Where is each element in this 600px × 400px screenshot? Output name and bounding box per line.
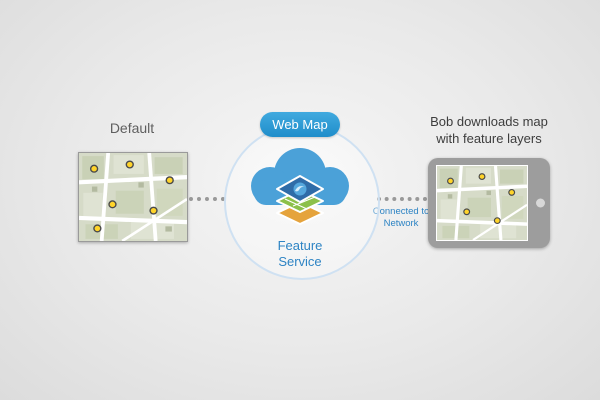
web-map-badge: Web Map [260, 112, 340, 137]
feature-service-label: Feature Service [277, 238, 323, 270]
feature-layers-icon [276, 175, 324, 225]
connector-dotted-right [377, 197, 427, 201]
map-image [437, 166, 527, 240]
right-label: Bob downloads map with feature layers [430, 114, 548, 146]
connector-dotted-left [189, 197, 225, 201]
tablet-device [428, 158, 550, 248]
map-image [79, 153, 187, 241]
tablet-screen-map [436, 165, 528, 241]
default-label: Default [109, 120, 155, 136]
connected-to-network-label: Connected to Network [372, 206, 430, 229]
default-map-thumbnail [78, 152, 188, 242]
home-button-icon [536, 198, 545, 208]
